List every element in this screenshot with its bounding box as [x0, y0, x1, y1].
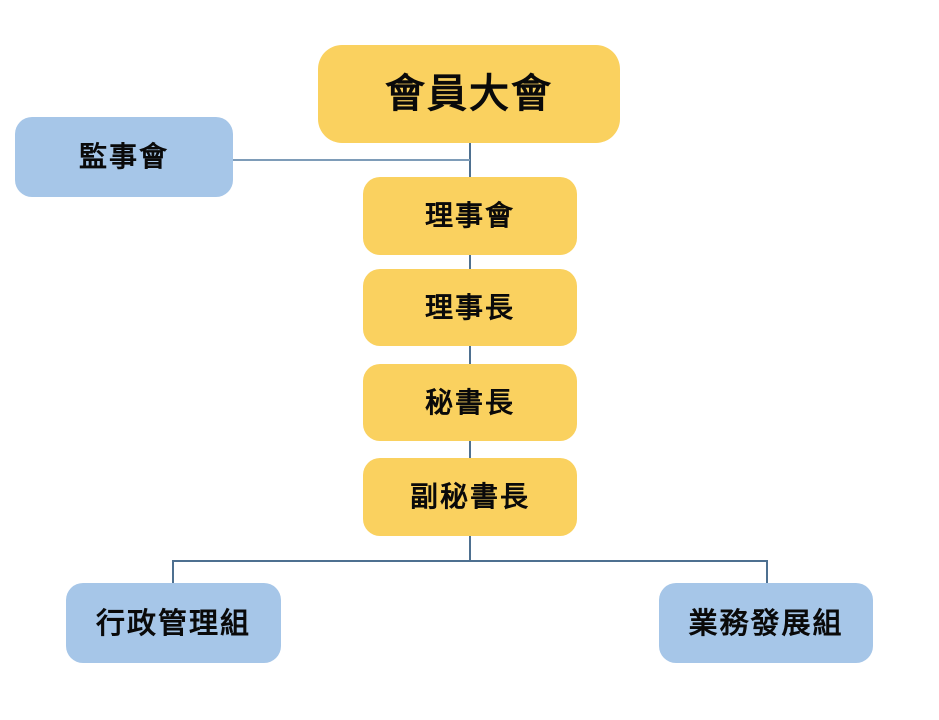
org-node-bizdev-group: 業務發展組: [659, 583, 873, 663]
connector-supervisory-board: [233, 159, 470, 161]
connector-deputy-stem: [469, 536, 471, 561]
connector-chairman-to-secretary: [469, 346, 471, 364]
org-node-chairman-label: 理事長: [424, 290, 515, 324]
connector-directors-to-chairman: [469, 255, 471, 269]
org-node-deputy-secretary-general: 副秘書長: [363, 458, 577, 536]
org-node-board-of-directors: 理事會: [363, 177, 577, 255]
org-node-supervisory-board: 監事會: [15, 117, 233, 197]
connector-assembly-to-directors: [469, 143, 471, 177]
org-node-member-assembly-label: 會員大會: [385, 71, 553, 117]
org-node-supervisory-board-label: 監事會: [78, 140, 169, 173]
org-node-secretary-general: 秘書長: [363, 364, 577, 441]
org-node-secretary-general-label: 秘書長: [424, 385, 515, 419]
org-node-board-of-directors-label: 理事會: [424, 199, 515, 232]
connector-secretary-to-deputy: [469, 441, 471, 458]
org-node-admin-group-label: 行政管理組: [95, 605, 251, 640]
org-node-admin-group: 行政管理組: [66, 583, 281, 663]
org-node-member-assembly: 會員大會: [318, 45, 620, 143]
org-node-bizdev-group-label: 業務發展組: [688, 605, 844, 640]
org-node-deputy-secretary-general-label: 副秘書長: [409, 480, 530, 513]
connector-branch-to-bizdev: [766, 560, 768, 583]
org-node-chairman: 理事長: [363, 269, 577, 346]
connector-branch-to-admin: [172, 560, 174, 583]
connector-branch-horizontal: [172, 560, 768, 562]
